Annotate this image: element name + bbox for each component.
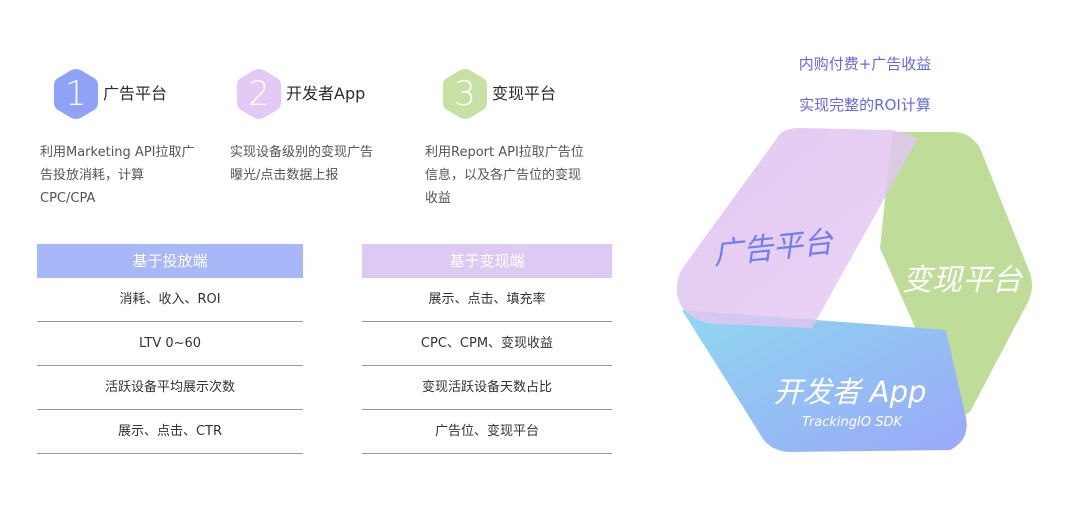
table-row: CPC、CPM、变现收益 xyxy=(362,322,612,366)
table-row: 消耗、收入、ROI xyxy=(37,278,303,322)
description-line: 利用Marketing API拉取广 xyxy=(40,145,195,160)
monetization-side-metrics-table: 基于变现端 展示、点击、填充率 CPC、CPM、变现收益 变现活跃设备天数占比 … xyxy=(362,244,612,454)
developer-band xyxy=(682,310,967,452)
description-line: CPC/CPA xyxy=(40,191,96,206)
hexagon-icon xyxy=(236,68,282,120)
step-number: 1 xyxy=(65,74,87,114)
sdk-label: TrackingIO SDK xyxy=(802,415,903,430)
monetization-band xyxy=(880,132,1032,420)
description-line: 实现设备级别的变现广告 xyxy=(230,145,374,160)
table-row: 展示、点击、CTR xyxy=(37,410,303,454)
table-header: 基于投放端 xyxy=(37,244,303,278)
step-title: 变现平台 xyxy=(492,84,557,103)
caption-roi: 实现完整的ROI计算 xyxy=(799,96,931,114)
description-line: 曝光/点击数据上报 xyxy=(230,168,339,183)
hexagon-icon xyxy=(53,68,99,120)
step-number: 3 xyxy=(454,74,476,114)
table-row: 广告位、变现平台 xyxy=(362,410,612,454)
step-title: 广告平台 xyxy=(103,84,168,103)
table-row: 展示、点击、填充率 xyxy=(362,278,612,322)
table-row: 变现活跃设备天数占比 xyxy=(362,366,612,410)
description-line: 信息，以及各广告位的变现 xyxy=(425,168,582,183)
hexagon-icon xyxy=(442,68,488,120)
table-header: 基于变现端 xyxy=(362,244,612,278)
platform-triangle-diagram: 广告平台 变现平台 开发者 App TrackingIO SDK xyxy=(676,128,1032,452)
description-line: 告投放消耗，计算 xyxy=(40,168,145,183)
table-row: LTV 0~60 xyxy=(37,322,303,366)
ad-side-metrics-table: 基于投放端 消耗、收入、ROI LTV 0~60 活跃设备平均展示次数 展示、点… xyxy=(37,244,303,454)
ad-platform-band xyxy=(676,128,918,328)
developer-label: 开发者 App xyxy=(774,375,927,409)
description-line: 利用Report API拉取广告位 xyxy=(425,145,584,160)
step-number: 2 xyxy=(248,74,270,114)
description-line: 收益 xyxy=(425,191,452,206)
step-3-description: 利用Report API拉取广告位 信息，以及各广告位的变现 收益 xyxy=(425,141,584,210)
step-2-description: 实现设备级别的变现广告 曝光/点击数据上报 xyxy=(230,141,373,187)
table-row: 活跃设备平均展示次数 xyxy=(37,366,303,410)
monetization-label: 变现平台 xyxy=(902,263,1024,298)
caption-revenue: 内购付费+广告收益 xyxy=(798,55,932,73)
step-title: 开发者App xyxy=(286,84,366,103)
step-1-description: 利用Marketing API拉取广 告投放消耗，计算 CPC/CPA xyxy=(40,141,195,210)
